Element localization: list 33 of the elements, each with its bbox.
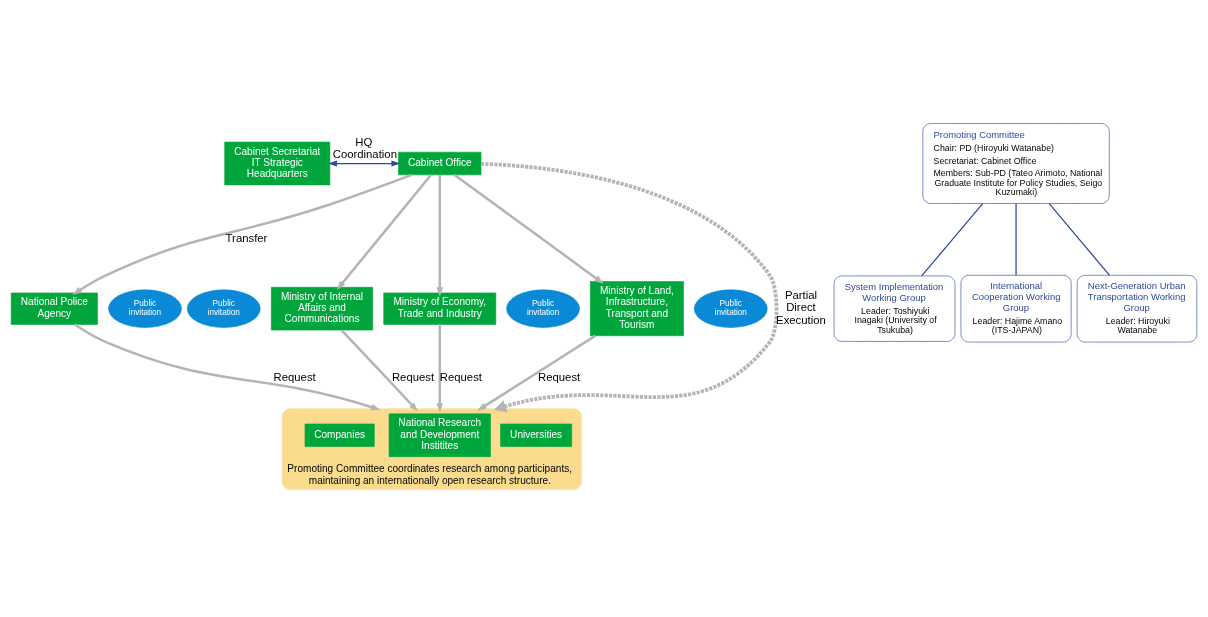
node-box: International Cooperation Working Group Leader: Hajime Amano (ITS-JAPAN) <box>960 274 1072 342</box>
node-box: Next-Generation Urban Transportation Working Group Leader: Hiroyuki Watanabe <box>1076 274 1198 342</box>
arrow <box>336 173 432 290</box>
arrow <box>477 334 596 411</box>
edge-label: Request <box>538 370 581 383</box>
connector <box>1015 202 1017 276</box>
connector <box>921 202 984 277</box>
arrow <box>453 173 604 284</box>
arrow <box>436 323 444 413</box>
node-box: Ministry of Internal Affairs and Communications <box>271 286 373 330</box>
arrow <box>340 328 419 412</box>
node-box: Companies <box>304 423 375 447</box>
arrow <box>481 161 779 412</box>
node-box: Promoting Committee Chair: PD (Hiroyuki Watanabe) Secretariat: Cabinet Office Members: Sub-PD (Tateo Arimoto, National Graduate Institute for Policy Studies, Seigo Kuzumaki) <box>922 122 1110 204</box>
node-box: Cabinet Office <box>398 151 482 175</box>
node-box: National Research and Development Institites <box>388 413 491 457</box>
node-box: System Implementation Working Group Leader: Toshiyuki Inagaki (University of Tsukuba) <box>833 275 956 342</box>
node-box: Cabinet Secretariat IT Strategic Headquarters <box>224 141 331 185</box>
connector <box>1048 202 1110 276</box>
edge-label: Transfer <box>225 231 268 244</box>
node-box: National Police Agency <box>10 292 98 325</box>
arrow <box>72 173 413 295</box>
edge-label: Request <box>273 370 316 383</box>
node-box: Universities <box>500 423 573 447</box>
edge-label: HQ Coordination <box>332 135 397 160</box>
edge-label: Partial Direct Execution <box>776 288 826 326</box>
edge-label: Request <box>439 370 482 383</box>
arrow <box>328 159 401 167</box>
arrow <box>436 174 444 297</box>
edge-label: Request <box>391 370 435 383</box>
node-box: Ministry of Economy, Trade and Industry <box>383 292 497 325</box>
node-box: Ministry of Land, Infrastructure, Transport and Tourism <box>590 280 684 336</box>
arrow <box>74 322 381 410</box>
